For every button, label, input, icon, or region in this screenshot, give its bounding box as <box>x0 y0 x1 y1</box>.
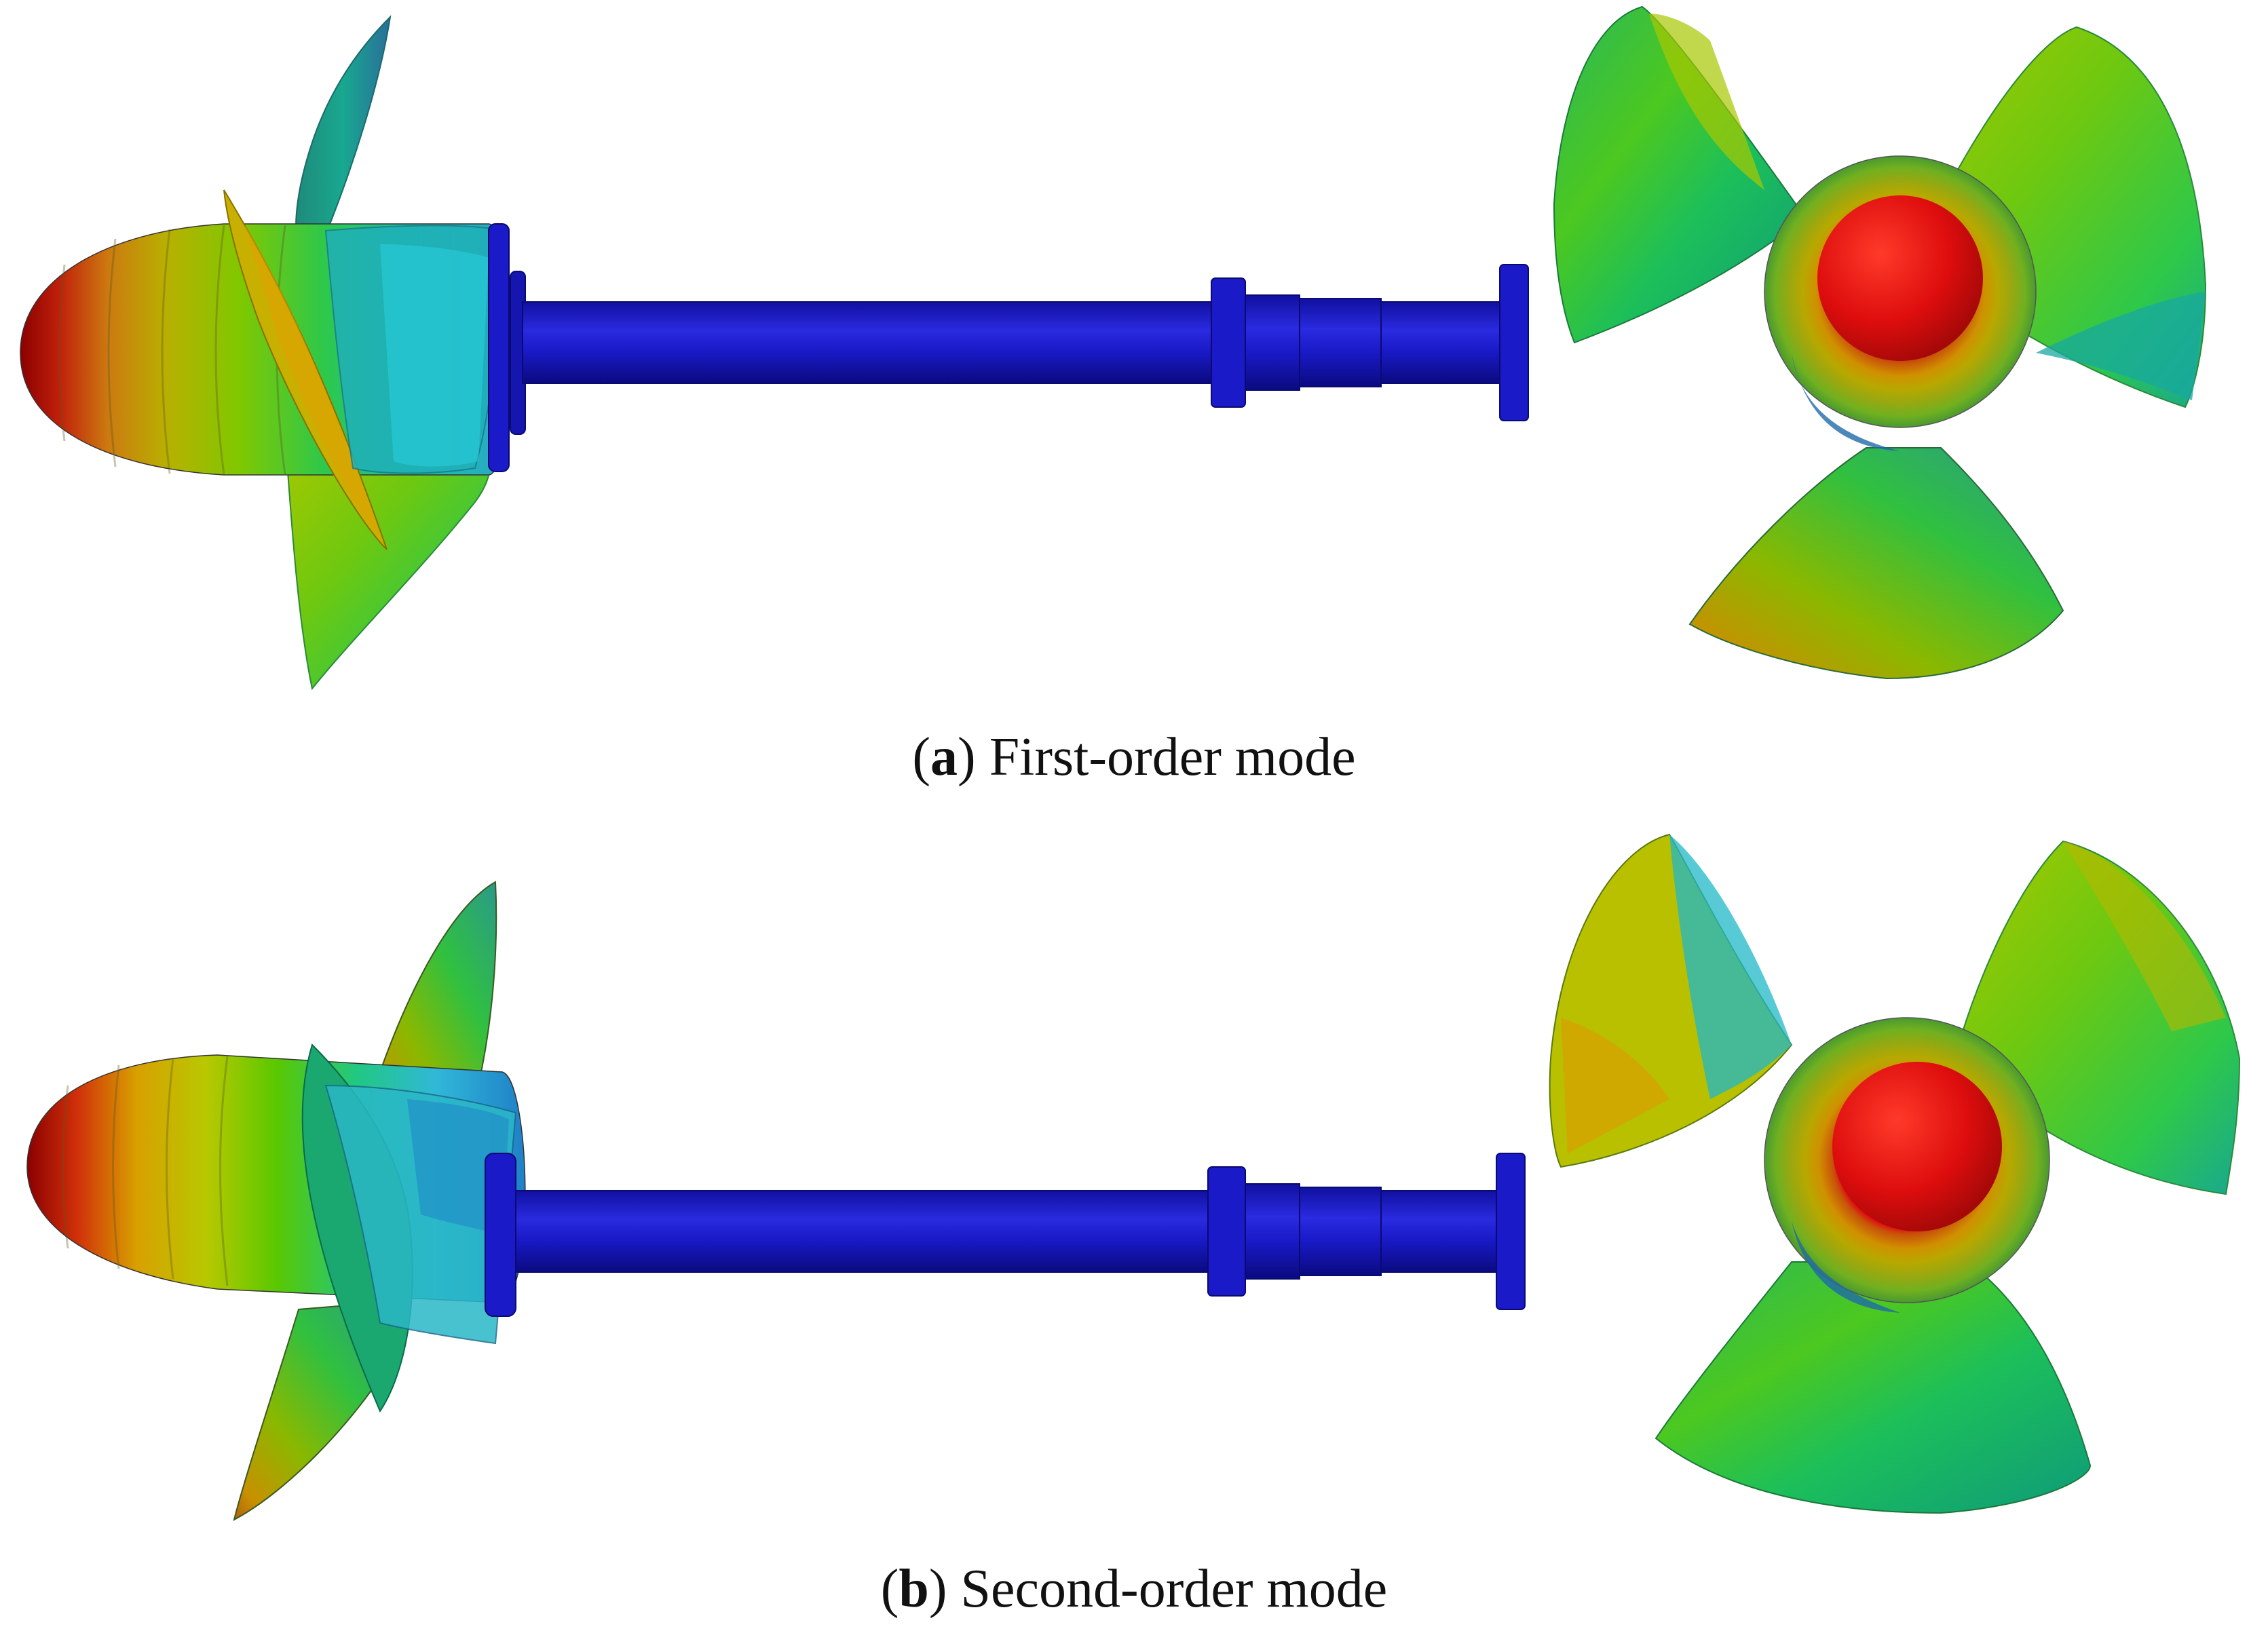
caption-b-text: Second-order mode <box>960 1559 1388 1619</box>
panel-b-flange <box>485 1153 516 1317</box>
panel-a-collar-1 <box>1211 277 1246 408</box>
caption-b-letter: b <box>899 1559 929 1619</box>
caption-panel-a: (a) First-order mode <box>912 727 1356 787</box>
panel-b-front-blade-3 <box>1655 1261 2092 1514</box>
panel-a-hub-cap <box>1817 195 1983 361</box>
panel-b-front-view <box>1549 833 2241 1514</box>
panel-a-flange <box>488 223 510 472</box>
panel-a-side-view <box>20 15 1529 691</box>
panel-a-hub-bands <box>58 225 286 476</box>
panel-b-shaft <box>515 1190 1215 1273</box>
panel-a-shaft <box>522 301 1215 384</box>
panel-b-hub-bands <box>62 1056 229 1286</box>
panel-b-collar-1 <box>1207 1166 1246 1297</box>
panel-b-end-flange <box>1496 1153 1526 1310</box>
panel-a-front-view <box>1553 5 2207 680</box>
panel-a-front-blade-3 <box>1688 447 2064 680</box>
panel-b-hub-cap <box>1832 1062 2002 1231</box>
panel-b-side-view <box>26 881 1526 1521</box>
caption-a-letter: a <box>930 727 958 787</box>
caption-panel-b: (b) Second-order mode <box>880 1559 1388 1619</box>
panel-a-upper-blade <box>295 15 392 252</box>
panel-a-end-flange <box>1499 264 1529 421</box>
caption-a-text: First-order mode <box>989 727 1356 787</box>
